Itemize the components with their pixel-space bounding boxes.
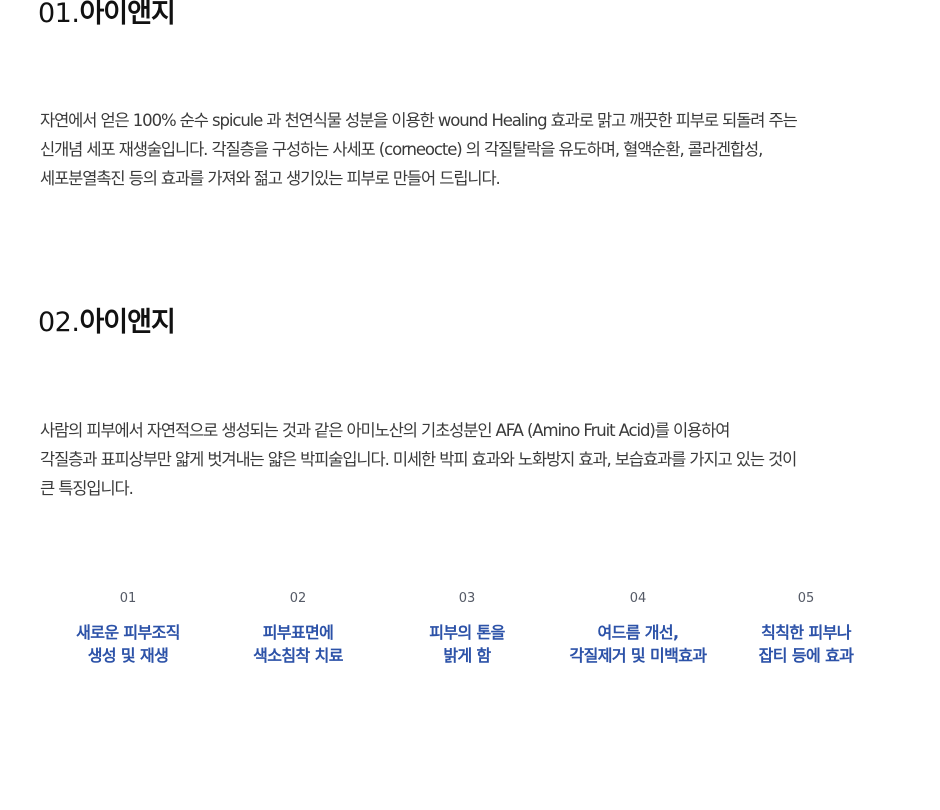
feature-text: 피부의 톤을	[429, 623, 505, 642]
section-2-description: 사람의 피부에서 자연적으로 생성되는 것과 같은 아미노산의 기초성분인 AF…	[40, 416, 920, 503]
section-2-title: 02.아이앤지	[38, 307, 176, 339]
feature-number: 04	[629, 591, 647, 606]
section-1-description: 자연에서 얻은 100% 순수 spicule 과 천연식물 성분을 이용한 w…	[40, 106, 920, 193]
feature-number: 05	[797, 591, 815, 606]
feature-item-4: 04 여드름 개선, 각질제거 및 미백효과	[538, 589, 738, 667]
feature-number: 01	[119, 591, 137, 606]
section-2-number: 02.	[38, 307, 80, 338]
section-1-line: 신개념 세포 재생술입니다. 각질층을 구성하는 사세포 (corneocte)…	[40, 140, 763, 159]
section-2-line: 각질층과 표피상부만 얇게 벗겨내는 얇은 박피술입니다. 미세한 박피 효과와…	[40, 450, 797, 469]
section-2-line: 사람의 피부에서 자연적으로 생성되는 것과 같은 아미노산의 기초성분인 AF…	[40, 421, 730, 440]
feature-list: 01 새로운 피부조직 생성 및 재생 02 피부표면에 색소침착 치료 03 …	[0, 589, 940, 679]
section-1-name: 아이앤지	[79, 0, 175, 29]
feature-text: 잡티 등에 효과	[758, 646, 854, 665]
feature-text: 각질제거 및 미백효과	[569, 646, 707, 665]
section-2-name: 아이앤지	[79, 307, 175, 338]
feature-item-3: 03 피부의 톤을 밝게 함	[367, 589, 567, 667]
feature-text: 칙칙한 피부나	[761, 623, 851, 642]
feature-item-5: 05 칙칙한 피부나 잡티 등에 효과	[706, 589, 906, 667]
section-1-number: 01.	[38, 0, 80, 29]
feature-text: 새로운 피부조직	[76, 623, 180, 642]
section-2-line: 큰 특징입니다.	[40, 479, 134, 498]
feature-number: 03	[458, 591, 476, 606]
feature-number: 02	[289, 591, 307, 606]
feature-text: 색소침착 치료	[253, 646, 343, 665]
feature-text: 밝게 함	[443, 646, 491, 665]
feature-item-2: 02 피부표면에 색소침착 치료	[198, 589, 398, 667]
feature-text: 여드름 개선,	[597, 623, 679, 642]
section-1-line: 자연에서 얻은 100% 순수 spicule 과 천연식물 성분을 이용한 w…	[40, 111, 798, 130]
feature-item-1: 01 새로운 피부조직 생성 및 재생	[28, 589, 228, 667]
feature-text: 생성 및 재생	[87, 646, 169, 665]
feature-text: 피부표면에	[262, 623, 334, 642]
section-1-title: 01.아이앤지	[38, 0, 176, 30]
section-1-line: 세포분열촉진 등의 효과를 가져와 젊고 생기있는 피부로 만들어 드립니다.	[40, 169, 501, 188]
